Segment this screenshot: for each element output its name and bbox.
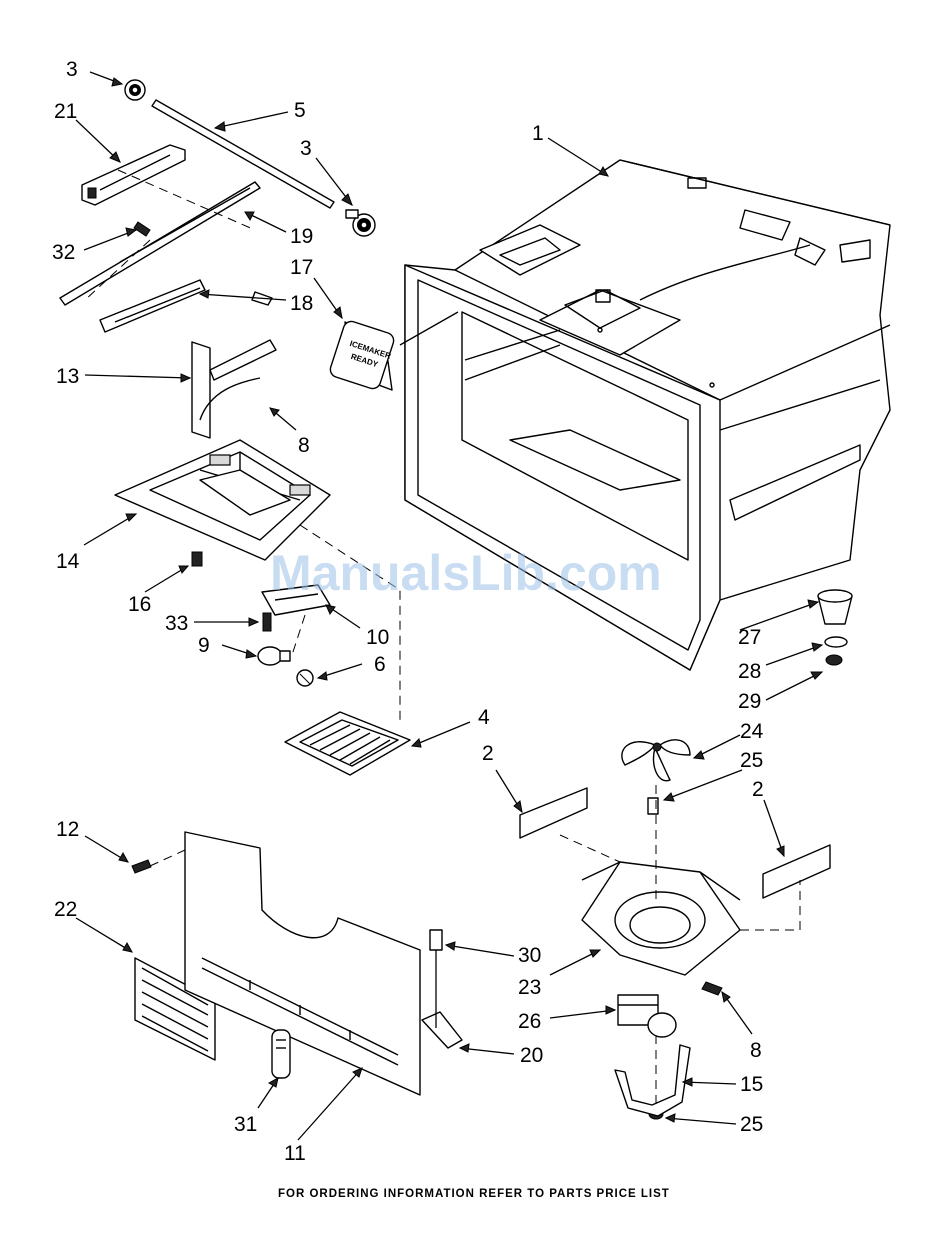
part-8-screw-bottom	[702, 982, 722, 995]
part-32-screw	[134, 222, 150, 236]
label-13: 13	[56, 365, 79, 388]
label-28: 28	[738, 660, 761, 683]
label-17: 17	[290, 256, 313, 279]
footer-note: FOR ORDERING INFORMATION REFER TO PARTS …	[278, 1188, 670, 1200]
label-26: 26	[518, 1010, 541, 1033]
part-27-grommet	[818, 590, 852, 624]
label-30: 30	[518, 944, 541, 967]
part-21-rail-bracket	[82, 145, 185, 205]
label-32: 32	[52, 241, 75, 264]
label-22: 22	[54, 898, 77, 921]
label-20: 20	[520, 1044, 543, 1067]
part-29-spacer	[826, 655, 842, 665]
part-17-icemaker-ready-badge: ICEMAKER READY	[328, 319, 395, 390]
part-4-drip-tray	[285, 712, 410, 775]
label-33: 33	[165, 612, 188, 635]
label-6: 6	[374, 653, 386, 676]
label-24: 24	[740, 720, 764, 743]
part-6-socket	[297, 670, 313, 686]
part-12-screw	[132, 860, 151, 873]
part-2-foam-right	[763, 845, 830, 898]
label-3-right: 3	[300, 137, 312, 160]
part-11-rear-panel	[185, 832, 420, 1095]
part-13-bracket	[192, 340, 276, 438]
label-25-bottom: 25	[740, 1113, 763, 1136]
label-15: 15	[740, 1073, 763, 1096]
label-27: 27	[738, 626, 761, 649]
label-8-bottom: 8	[750, 1039, 762, 1062]
label-16: 16	[128, 593, 151, 616]
label-10: 10	[366, 626, 389, 649]
label-12: 12	[56, 818, 79, 841]
part-18-rail	[100, 280, 205, 332]
label-3-top: 3	[66, 58, 78, 81]
label-4: 4	[478, 706, 490, 729]
part-16-switch	[192, 552, 202, 566]
part-20-foam-strip	[422, 1012, 462, 1048]
label-21: 21	[54, 100, 77, 123]
label-8-top: 8	[298, 434, 310, 457]
part-2-foam-left	[520, 788, 587, 838]
part-15-motor-bracket	[615, 1045, 690, 1116]
label-29: 29	[738, 690, 761, 713]
part-28-ring	[825, 637, 847, 647]
label-2-right: 2	[752, 778, 764, 801]
label-11: 11	[284, 1142, 306, 1165]
part-26-fan-motor	[618, 995, 676, 1037]
label-1: 1	[532, 122, 544, 145]
label-5: 5	[294, 99, 306, 122]
label-19: 19	[290, 225, 313, 248]
label-31: 31	[234, 1113, 257, 1136]
part-3-gear-right	[346, 210, 375, 236]
label-14: 14	[56, 550, 80, 573]
part-33-screw	[263, 613, 271, 631]
part-14-shelf	[115, 440, 330, 560]
label-9: 9	[198, 634, 210, 657]
part-3-gear-top	[125, 80, 145, 100]
part-31-clip	[272, 1030, 290, 1078]
part-23-fan-housing	[582, 862, 740, 975]
label-2-left: 2	[482, 742, 494, 765]
label-18: 18	[290, 292, 313, 315]
label-25-top: 25	[740, 749, 763, 772]
label-23: 23	[518, 976, 541, 999]
part-9-bulb	[258, 647, 290, 665]
watermark: ManualsLib.com	[270, 545, 662, 601]
part-24-fan-blade	[622, 740, 690, 781]
